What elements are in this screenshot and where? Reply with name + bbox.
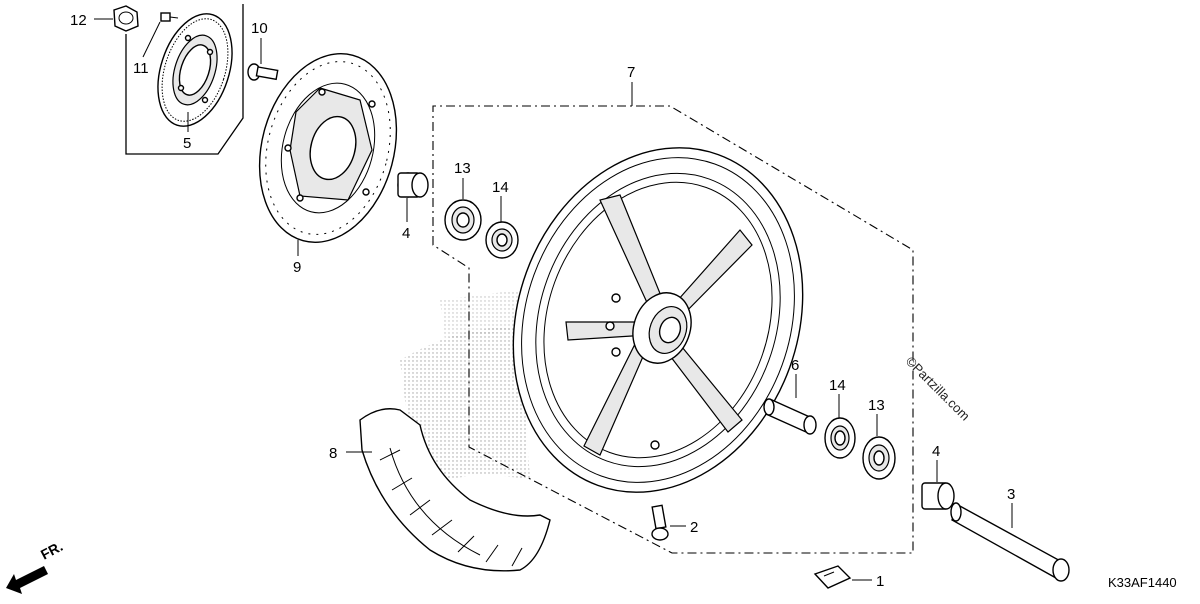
part-6-collar[interactable]: [763, 398, 817, 435]
callout-14-left: 14: [492, 179, 509, 196]
callout-14-right: 14: [829, 377, 846, 394]
callout-13-left: 13: [454, 160, 471, 177]
callout-9: 9: [293, 259, 301, 276]
shadow-stipple: [400, 328, 530, 480]
part-2-valve[interactable]: [651, 504, 669, 541]
callout-4-right: 4: [932, 443, 940, 460]
callout-11: 11: [133, 60, 149, 77]
leader-lines: [94, 18, 1013, 581]
callout-13-right: 13: [868, 397, 885, 414]
callout-3: 3: [1007, 486, 1015, 503]
callout-6: 6: [791, 357, 799, 374]
part-8-rim-band[interactable]: [359, 408, 551, 572]
callout-12: 12: [70, 12, 87, 29]
part-9-brake-disc[interactable]: [239, 38, 416, 258]
part-14-bearing-left[interactable]: [485, 221, 519, 259]
part-14-bearing-right[interactable]: [824, 417, 856, 459]
part-4-spacer-left[interactable]: [397, 172, 429, 198]
part-13-bearing-left[interactable]: [444, 199, 482, 241]
part-5-pulser-ring[interactable]: [145, 4, 246, 135]
part-7-wheel[interactable]: [466, 107, 850, 534]
callout-1: 1: [876, 573, 884, 590]
shadow-stipple-2: [440, 290, 520, 340]
part-13-bearing-right[interactable]: [862, 436, 896, 480]
callout-5: 5: [183, 135, 191, 152]
front-direction-indicator: FR.: [6, 538, 65, 594]
part-10-bolt[interactable]: [247, 63, 279, 81]
callout-10: 10: [251, 20, 268, 37]
sensor-ring-box: [125, 4, 244, 155]
diagram-code: K33AF1440: [1108, 575, 1177, 590]
wheel-assembly-box: [432, 105, 914, 554]
part-11-bolt[interactable]: [160, 12, 179, 22]
part-1-clip[interactable]: [813, 565, 852, 589]
direction-label: FR.: [38, 538, 65, 563]
callout-8: 8: [329, 445, 337, 462]
part-3-axle[interactable]: [950, 502, 1070, 582]
part-12-nut[interactable]: [113, 5, 139, 32]
callout-4-left: 4: [402, 225, 410, 242]
callout-7: 7: [627, 64, 635, 81]
part-4-spacer-right[interactable]: [921, 482, 955, 510]
callout-2: 2: [690, 519, 698, 536]
arrow-left-icon: [6, 566, 48, 594]
